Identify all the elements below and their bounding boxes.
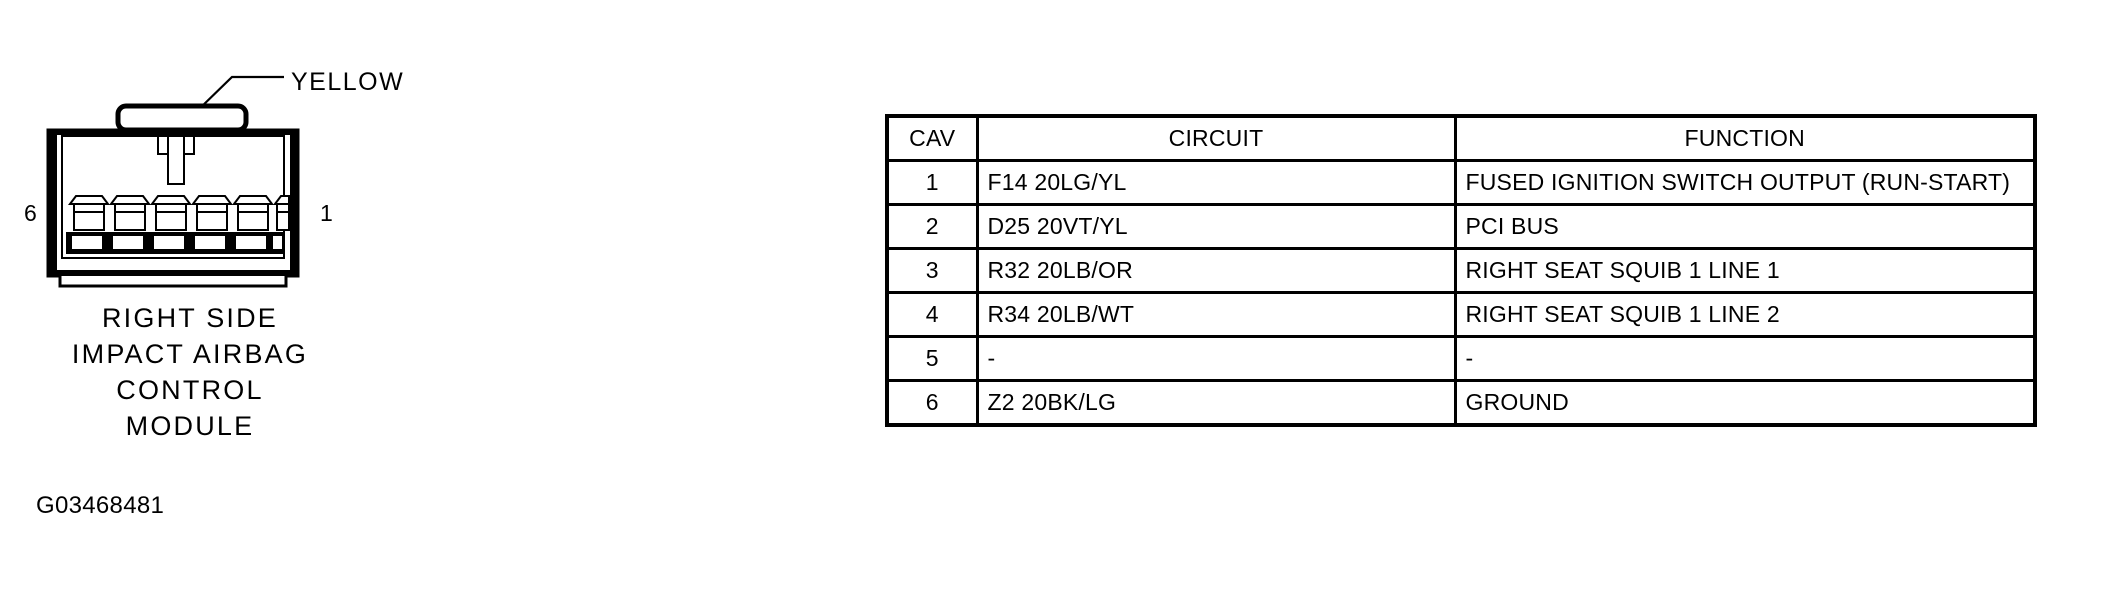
cell-cav: 3 bbox=[885, 247, 979, 294]
pinout-table-container: CAV CIRCUIT FUNCTION 1 F14 20LG/YL FUSED… bbox=[885, 114, 2037, 427]
table-row: 1 F14 20LG/YL FUSED IGNITION SWITCH OUTP… bbox=[885, 159, 2037, 206]
cell-circuit: R32 20LB/OR bbox=[975, 247, 1457, 294]
cell-circuit: F14 20LG/YL bbox=[975, 159, 1457, 206]
caption-line-3: CONTROL bbox=[116, 375, 264, 405]
column-header-cav: CAV bbox=[885, 114, 979, 162]
cell-function: PCI BUS bbox=[1453, 203, 2037, 250]
caption-line-1: RIGHT SIDE bbox=[101, 303, 279, 333]
cell-function: RIGHT SEAT SQUIB 1 LINE 2 bbox=[1453, 291, 2037, 338]
table-row: 6 Z2 20BK/LG GROUND bbox=[885, 379, 2037, 427]
cell-function: RIGHT SEAT SQUIB 1 LINE 1 bbox=[1453, 247, 2037, 294]
cell-cav: 5 bbox=[885, 335, 979, 382]
cell-cav: 4 bbox=[885, 291, 979, 338]
cell-function: GROUND bbox=[1453, 379, 2037, 427]
connector-figure: YELLOW bbox=[0, 0, 430, 591]
table-row: 4 R34 20LB/WT RIGHT SEAT SQUIB 1 LINE 2 bbox=[885, 291, 2037, 338]
cell-function: - bbox=[1453, 335, 2037, 382]
table-row: 2 D25 20VT/YL PCI BUS bbox=[885, 203, 2037, 250]
connector-drawing bbox=[46, 103, 300, 288]
pin-number-right: 1 bbox=[320, 200, 333, 226]
column-header-circuit: CIRCUIT bbox=[975, 114, 1457, 162]
cell-cav: 2 bbox=[885, 203, 979, 250]
cell-circuit: Z2 20BK/LG bbox=[975, 379, 1457, 427]
cell-circuit: - bbox=[975, 335, 1457, 382]
table-row: 5 - - bbox=[885, 335, 2037, 382]
caption-line-4: MODULE bbox=[125, 411, 255, 441]
connector-caption: RIGHT SIDE IMPACT AIRBAG CONTROL MODULE bbox=[0, 300, 380, 444]
pinout-table: CAV CIRCUIT FUNCTION 1 F14 20LG/YL FUSED… bbox=[885, 114, 2037, 427]
callout-label-yellow: YELLOW bbox=[291, 68, 405, 96]
figure-code: G03468481 bbox=[36, 492, 165, 519]
table-row: 3 R32 20LB/OR RIGHT SEAT SQUIB 1 LINE 1 bbox=[885, 247, 2037, 294]
cell-cav: 1 bbox=[885, 159, 979, 206]
pin-number-left: 6 bbox=[24, 200, 37, 226]
cell-circuit: R34 20LB/WT bbox=[975, 291, 1457, 338]
cell-function: FUSED IGNITION SWITCH OUTPUT (RUN-START) bbox=[1453, 159, 2037, 206]
cell-cav: 6 bbox=[885, 379, 979, 427]
table-header-row: CAV CIRCUIT FUNCTION bbox=[885, 114, 2037, 162]
caption-line-2: IMPACT AIRBAG bbox=[71, 339, 309, 369]
cell-circuit: D25 20VT/YL bbox=[975, 203, 1457, 250]
column-header-function: FUNCTION bbox=[1453, 114, 2037, 162]
